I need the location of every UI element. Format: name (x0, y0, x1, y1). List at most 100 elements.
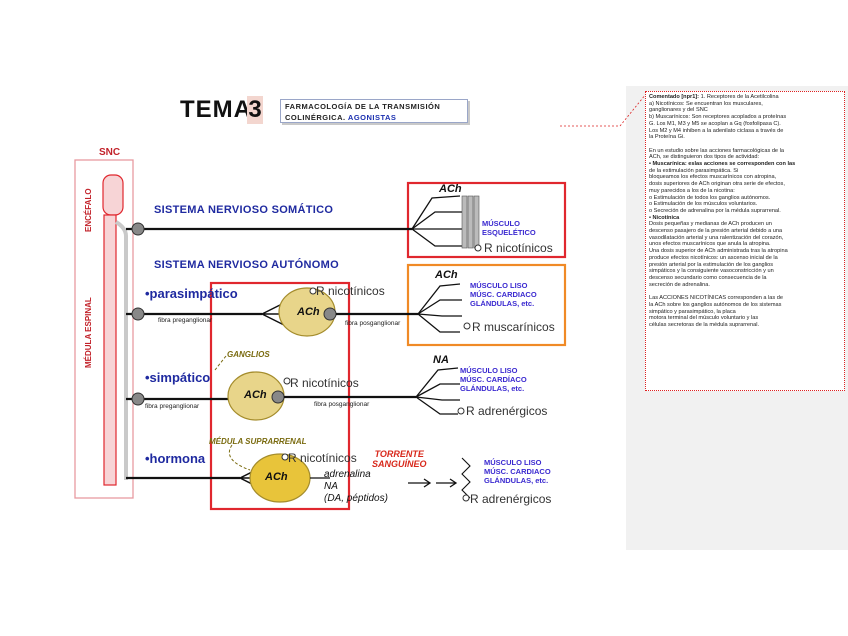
somatic-effector: MÚSCULO ESQUELÉTICO (482, 219, 536, 237)
comment-line: G. Los M1, M3 y M5 se acoplan a Gq (fosf… (649, 120, 781, 127)
para-ganglion-receptor: R nicotínicos (316, 284, 385, 298)
released-line: (DA, péptidos) (324, 493, 388, 504)
para-transmitter: ACh (435, 269, 458, 281)
comment-line: de la estimulación parasimpática. Si (649, 167, 739, 174)
comment-line: la ACh sobre los ganglios autónomos de l… (649, 301, 782, 308)
hormone-label: •hormona (145, 451, 206, 466)
comment-line: • Muscarínica: eslas acciones se corresp… (649, 161, 796, 168)
comment-line: produce efectos nicotínicos: un ascenso … (649, 254, 778, 261)
comment-line: unos efectos muscarínicos que anula la a… (649, 241, 771, 248)
effector-line: MÚSC. CARDIACO (470, 290, 537, 299)
symp-pre-fiber-label: fibra preganglionar (145, 403, 200, 410)
symp-ganglion-receptor: R nicotínicos (290, 376, 359, 390)
topic-title-accent: AGONISTAS (347, 113, 397, 122)
ganglia-leader (214, 355, 227, 371)
para-soma (131, 307, 145, 321)
comment-line: dosis superiores de ACh originan otra se… (649, 181, 785, 188)
para-post-fiber-label: fibra posganglionar (345, 320, 401, 327)
released-line: NA (324, 481, 338, 492)
hormone-ganglion-transmitter: ACh (265, 471, 288, 483)
symp-ganglion-transmitter: ACh (244, 389, 267, 401)
hormone-released: adrenalina NA (DA, péptidos) (324, 469, 388, 505)
para-post-terminals (417, 283, 462, 333)
topic-title-line1: FARMACOLOGÍA DE LA TRANSMISIÓN (285, 102, 441, 111)
symp-post-soma (271, 390, 285, 404)
comment-line: descenso pasajero de la presión arterial… (649, 228, 783, 235)
parasympathetic-effector-box (406, 263, 567, 347)
comment-line: células secretoras de la médula suprarre… (649, 321, 760, 328)
effector-line: MÚSCULO LISO (484, 458, 542, 467)
comment-line: b) Muscarínicos: Son receptores acoplado… (649, 114, 787, 121)
hormone-receptor: R adrenérgicos (470, 492, 552, 506)
effector-line: MÚSCULO (482, 219, 520, 228)
symp-post-terminals (415, 367, 460, 415)
symp-effectors: MÚSCULO LISO MÚSC. CARDÍACO GLÁNDULAS, e… (460, 366, 527, 393)
effector-line: GLÁNDULAS, etc. (460, 384, 525, 393)
comment-line: Una dosis superior de ACh administrada t… (649, 248, 788, 255)
comment-line (649, 141, 841, 148)
brain-shape (102, 174, 124, 216)
hormone-ganglion-receptor: R nicotínicos (288, 451, 357, 465)
comment-balloon[interactable]: Comentado [npr1]: 1. Receptores de la Ac… (645, 91, 845, 391)
comment-connector (560, 93, 647, 127)
comment-line: Los M2 y M4 inhiben a la adenilato cicla… (649, 127, 784, 134)
para-label: •parasimpático (145, 286, 238, 301)
comment-line: Dosis pequeñas y medianas de ACh produce… (649, 221, 772, 228)
bloodstream-arrows (408, 478, 458, 488)
comment-line: o Secreción de adrenalina por la médula … (649, 207, 781, 214)
hormone-target-terminals (461, 457, 471, 499)
para-effectors: MÚSCULO LISO MÚSC. CARDIACO GLÁNDULAS, e… (470, 281, 537, 308)
comment-line: ganglionares y del SNC (649, 107, 708, 114)
somatic-terminals (411, 195, 465, 247)
adrenal-leader (228, 444, 251, 471)
para-post-soma (323, 307, 337, 321)
comment-line: simpáticos y la consiguiente vasoconstri… (649, 268, 774, 275)
tema-label: TEMA (180, 96, 252, 123)
comment-line: muy parecidos a los de la nicotina: (649, 187, 735, 194)
tema-number: 3 (247, 96, 263, 124)
receptor-markers (281, 244, 482, 502)
comment-line: simpático y parasimpático, la placa (649, 308, 736, 315)
topic-title-box: FARMACOLOGÍA DE LA TRANSMISIÓN COLINÉRGI… (280, 99, 468, 123)
released-line: adrenalina (324, 469, 371, 480)
effector-line: MÚSCULO LISO (460, 366, 518, 375)
adrenal-label: MÉDULA SUPRARRENAL (209, 437, 307, 446)
comment-line: ACh, se distinguieron dos tipos de activ… (649, 154, 760, 161)
topic-title-prefix: COLINÉRGICA. (285, 113, 346, 122)
comment-author: Comentado [npr1]: (649, 94, 700, 100)
comment-line: o Estimulación de los músculos voluntari… (649, 201, 758, 208)
encefalo-label: ENCÉFALO (84, 188, 93, 232)
symp-transmitter: NA (433, 354, 449, 366)
comment-line: descenso secundario como consecuencia de… (649, 274, 767, 281)
somatic-effector-box (406, 181, 567, 259)
ganglia-label: GANGLIOS (227, 350, 270, 359)
para-ganglion-transmitter: ACh (297, 306, 320, 318)
spinal-cord-shape (103, 214, 117, 486)
diagram-graphics (74, 159, 567, 511)
bloodstream-line: SANGUÍNEO (372, 459, 427, 469)
comment-line: la Proteína Gi. (649, 134, 685, 141)
medula-label: MÉDULA ESPINAL (84, 297, 93, 368)
effector-line: GLÁNDULAS, etc. (470, 299, 535, 308)
comment-line: bloqueamos los efectos muscarínicos con … (649, 174, 777, 181)
effector-line: MÚSC. CARDÍACO (460, 375, 527, 384)
comment-line: Las ACCIONES NICOTÍNICAS corresponden a … (649, 295, 783, 302)
comment-line: motora terminal del músculo voluntario y… (649, 315, 759, 322)
symp-receptor: R adrenérgicos (466, 404, 548, 418)
comment-line: 1. Receptores de la Acetilcolina (700, 94, 779, 100)
effector-line: GLÁNDULAS, etc. (484, 476, 549, 485)
symp-label: •simpático (145, 370, 211, 385)
effector-line: ESQUELÉTICO (482, 228, 536, 237)
snc-label: SNC (99, 147, 121, 158)
bloodstream-label: TORRENTE SANGUÍNEO (372, 449, 427, 469)
comment-line: a) Nicotínicos: Se encuentran los muscul… (649, 100, 763, 107)
comment-line: secreción de adrenalina. (649, 281, 710, 288)
effector-line: MÚSCULO LISO (470, 281, 528, 290)
somatic-soma (131, 222, 145, 236)
comment-line: o Estimulación de todos los ganglios aut… (649, 194, 771, 201)
somatic-receptor: R nicotínicos (484, 241, 553, 255)
comment-line: En un estudio sobre las acciones farmaco… (649, 147, 784, 154)
somatic-title: SISTEMA NERVIOSO SOMÁTICO (154, 204, 334, 216)
